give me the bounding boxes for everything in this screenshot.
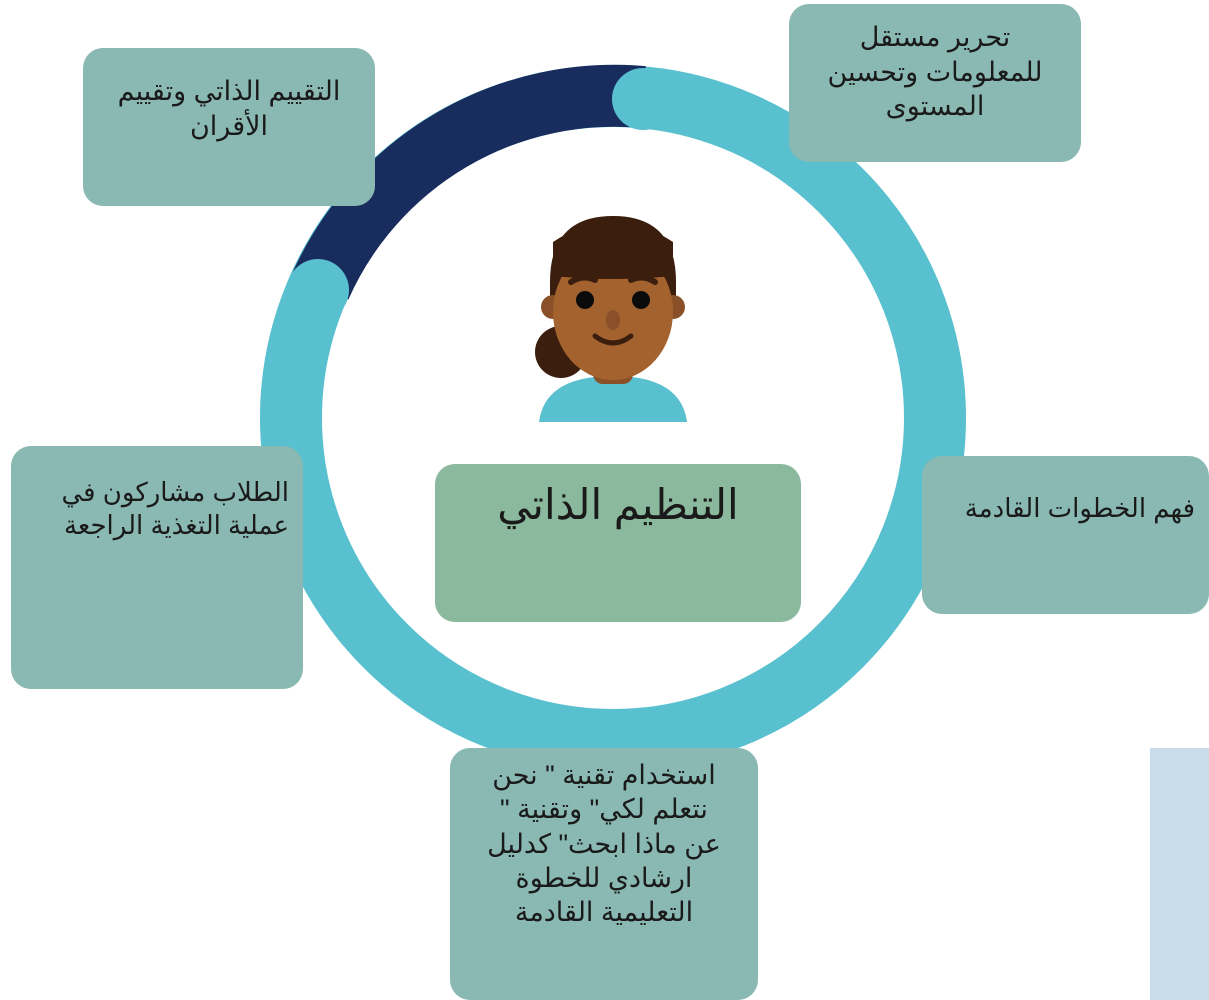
item-box-bottom: استخدام تقنية " نحن نتعلم لكي" وتقنية " … xyxy=(450,748,758,1000)
item-box-top-right: تحرير مستقل للمعلومات وتحسين المستوى xyxy=(789,4,1081,162)
student-avatar-icon xyxy=(535,216,687,422)
item-box-top-left: التقييم الذاتي وتقييم الأقران xyxy=(83,48,375,206)
item-box-left: الطلاب مشاركون في عملية التغذية الراجعة xyxy=(11,446,303,689)
ring-dark-segment xyxy=(291,64,646,300)
item-box-right: فهم الخطوات القادمة xyxy=(922,456,1209,614)
ring-cap-top xyxy=(612,68,674,130)
ring-cap-left xyxy=(287,259,349,321)
center-title-box: التنظيم الذاتي xyxy=(435,464,801,622)
side-bar-decoration xyxy=(1150,748,1209,1000)
center-title: التنظيم الذاتي xyxy=(497,481,739,528)
